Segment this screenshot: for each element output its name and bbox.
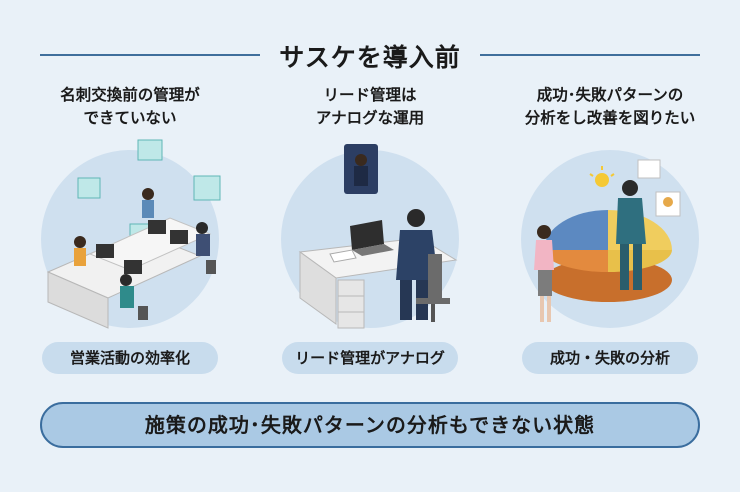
column-title: 名刺交換前の管理が できていない <box>20 84 240 130</box>
summary-banner: 施策の成功･失敗パターンの分析もできない状態 <box>40 402 700 448</box>
column-title-line2: 分析をし改善を図りたい <box>524 109 696 127</box>
column-title: 成功･失敗パターンの 分析をし改善を図りたい <box>500 84 720 130</box>
column-title-line1: 名刺交換前の管理が <box>60 86 200 104</box>
column-analysis: 成功･失敗パターンの 分析をし改善を図りたい 成功・失敗の分析 <box>500 84 720 384</box>
desk-worker-illustration-icon <box>298 144 458 329</box>
pie-chart-analysis-illustration-icon <box>534 159 681 322</box>
column-business-card: 名刺交換前の管理が できていない 営業活動の効率化 <box>20 84 240 384</box>
column-title: リード管理は アナログな運用 <box>260 84 480 130</box>
title-row: サスケを導入前 <box>0 34 740 74</box>
column-title-line1: リード管理は <box>323 86 417 104</box>
page-title: サスケを導入前 <box>279 43 461 72</box>
title-divider-right <box>480 54 700 56</box>
label-pill: 営業活動の効率化 <box>42 342 218 374</box>
column-title-line2: アナログな運用 <box>315 109 425 127</box>
title-divider-left <box>40 54 260 56</box>
column-lead-management: リード管理は アナログな運用 リード管理がアナログ <box>260 84 480 384</box>
column-title-line1: 成功･失敗パターンの <box>536 86 684 104</box>
office-team-illustration-icon <box>46 139 221 329</box>
label-pill: 成功・失敗の分析 <box>522 342 698 374</box>
column-title-line2: できていない <box>83 109 177 127</box>
label-pill: リード管理がアナログ <box>282 342 458 374</box>
